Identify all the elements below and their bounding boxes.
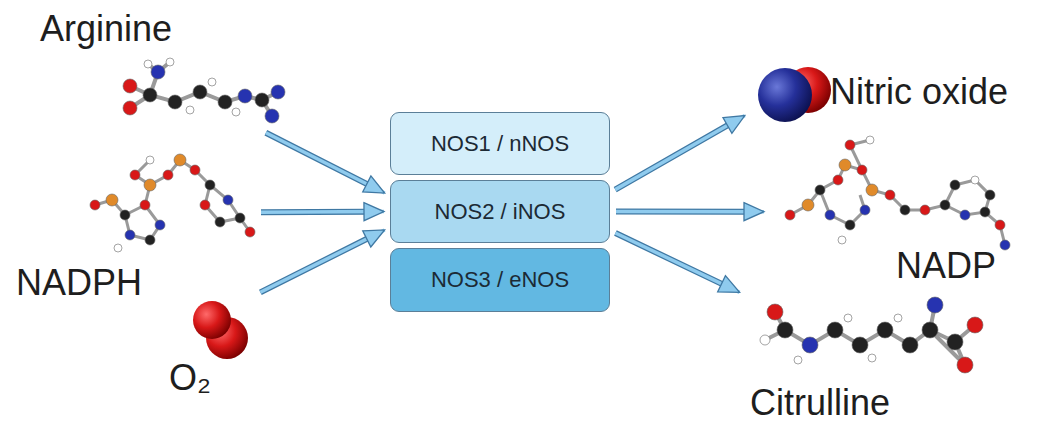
- arginine-molecule: [130, 62, 278, 116]
- molecule-name: Nitric oxide: [830, 71, 1008, 113]
- arrow-outline: [261, 209, 384, 216]
- arrow-shaft: [261, 210, 384, 214]
- arrow-outline: [615, 116, 745, 190]
- arrow-shaft: [616, 210, 764, 214]
- molecule-name: Citrulline: [750, 382, 890, 424]
- molecule-name: NADP: [896, 245, 996, 287]
- enzyme-name: NOS1 / nNOS: [431, 131, 569, 157]
- reactant-label: Arginine: [40, 8, 285, 130]
- molecule-name: NADPH: [16, 262, 142, 304]
- reactant-label: O₂: [165, 295, 255, 407]
- arrow-outline: [260, 230, 384, 292]
- reaction-arrow: [260, 230, 384, 292]
- nadph-atoms: [90, 154, 255, 252]
- product-label: NADP: [770, 125, 1020, 295]
- product-label: Citrulline: [745, 280, 990, 430]
- product-label: Nitric oxide: [750, 65, 1050, 123]
- enzyme-box: NOS2 / iNOS: [390, 180, 610, 243]
- enzyme-box: NOS3 / eNOS: [390, 248, 610, 312]
- reaction-arrow: [616, 211, 764, 212]
- reaction-arrow: [615, 233, 739, 292]
- enzyme-box: NOS1 / nNOS: [390, 112, 610, 175]
- arrow-outline: [615, 233, 739, 292]
- enzyme-name: NOS2 / iNOS: [435, 199, 566, 225]
- nadph-molecule: [95, 160, 250, 240]
- citrulline-atoms: [760, 297, 983, 373]
- arrow-shaft: [615, 233, 739, 292]
- reaction-arrow: [615, 116, 745, 190]
- arrow-shaft: [260, 230, 384, 292]
- arrow-outline: [266, 133, 385, 193]
- oxygen-molecule: [193, 301, 248, 359]
- arrow-outline: [616, 209, 764, 215]
- arrow-shaft: [266, 133, 385, 193]
- nadp-atoms: [785, 136, 1010, 250]
- reactant-label: NADPH: [12, 150, 255, 310]
- molecule-name: Arginine: [40, 8, 172, 50]
- reaction-arrow: [266, 133, 385, 193]
- nadp-molecule: [790, 140, 1005, 245]
- molecule-name: O₂: [169, 357, 211, 399]
- nitric-oxide-molecule: [758, 67, 831, 122]
- enzyme-name: NOS3 / eNOS: [431, 267, 569, 293]
- reaction-arrow: [261, 211, 384, 213]
- arginine-atoms: [123, 58, 285, 123]
- citrulline-molecule: [765, 305, 975, 365]
- arrow-shaft: [615, 116, 745, 190]
